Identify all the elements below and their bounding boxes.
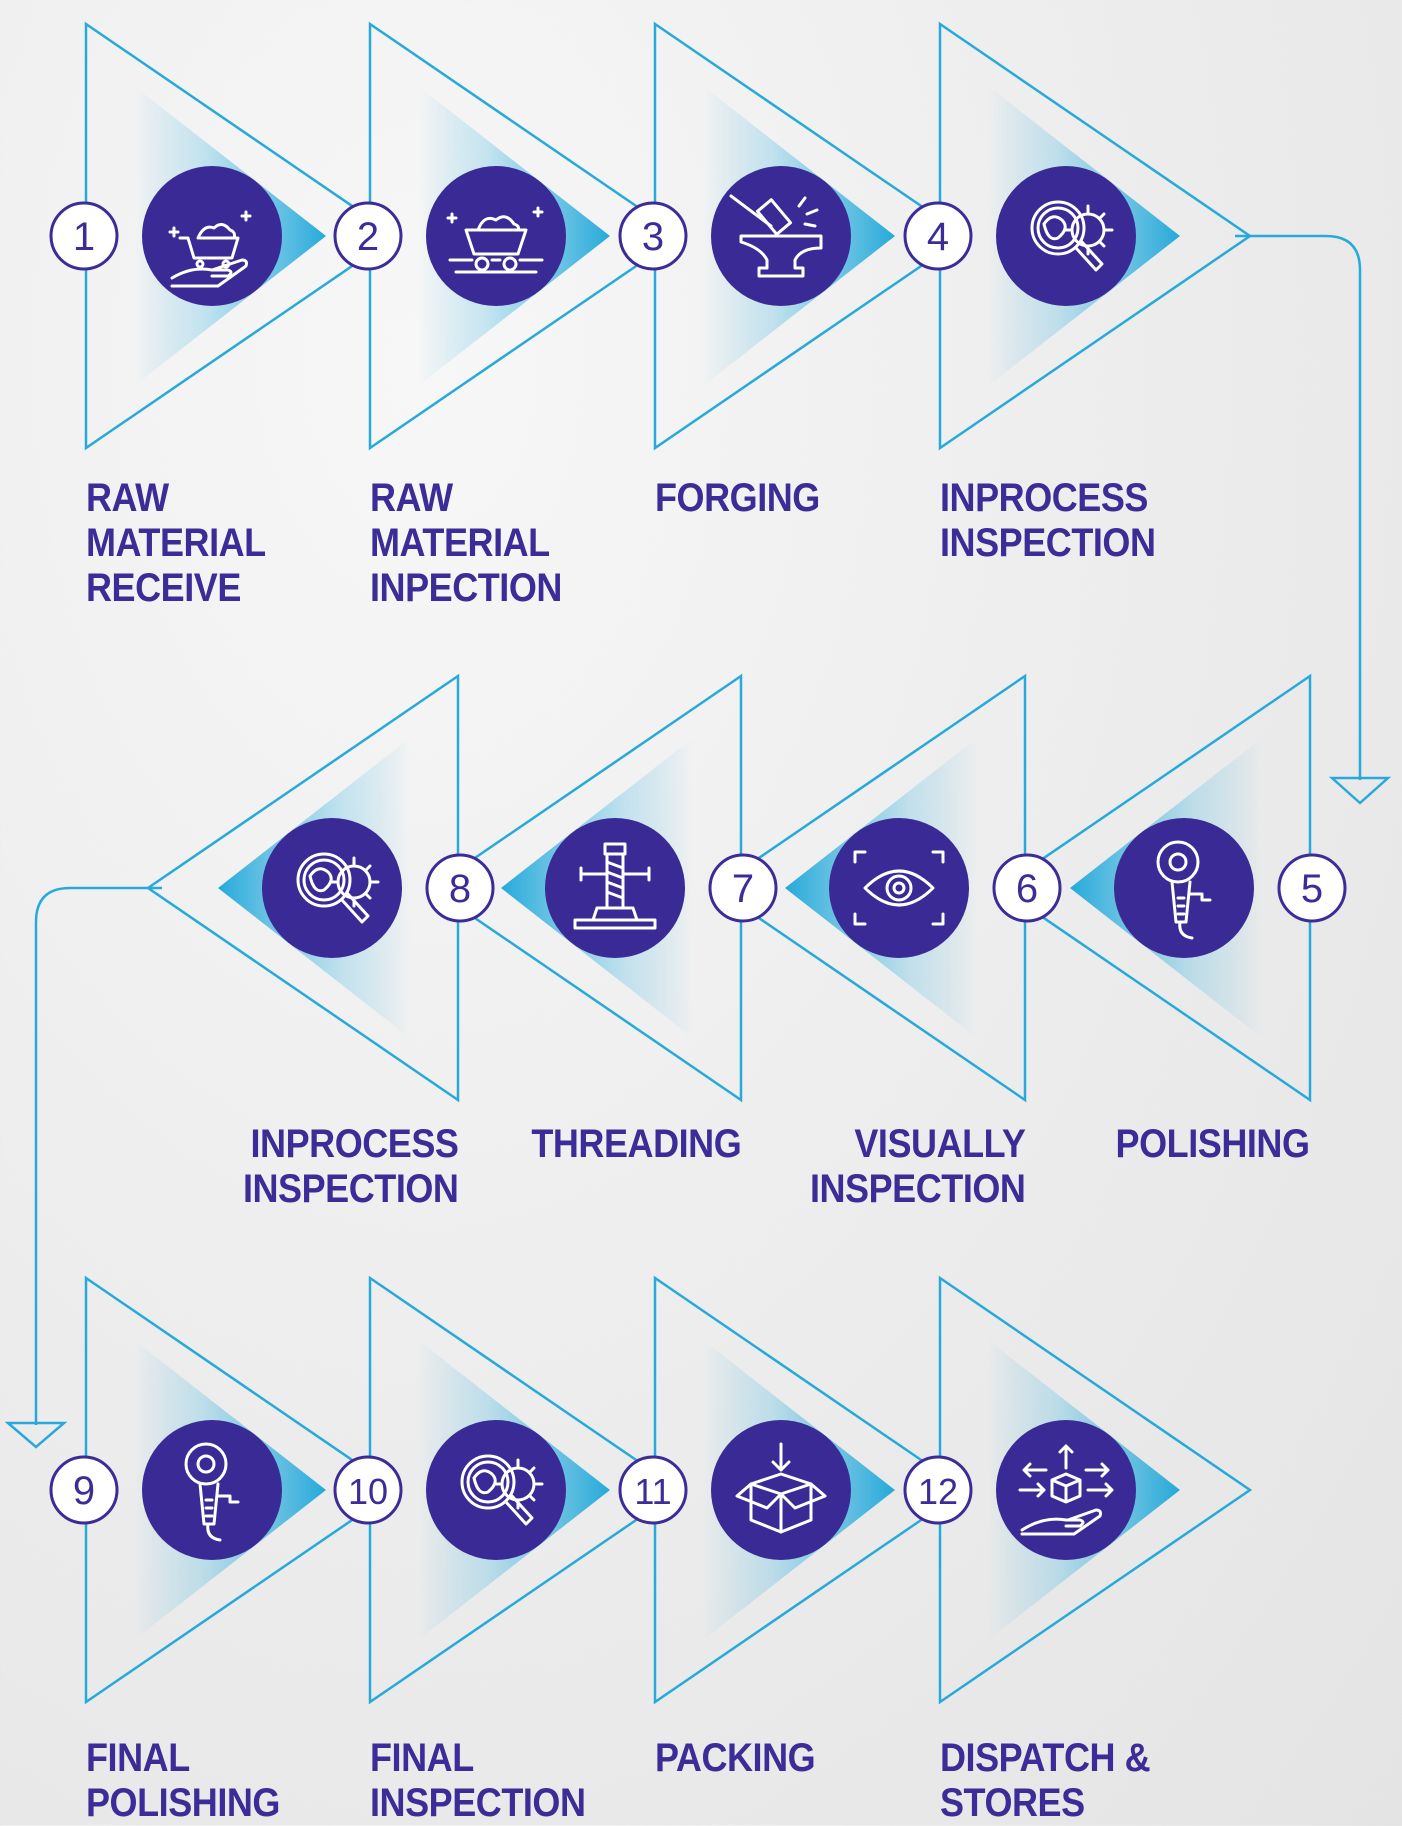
step-number-badge bbox=[49, 1455, 119, 1525]
step-number-badge bbox=[618, 201, 688, 271]
step-number: 7 bbox=[732, 867, 754, 911]
step-number-badge bbox=[1277, 853, 1347, 923]
step-label-line: DISPATCH & bbox=[940, 1736, 1151, 1780]
process-step-6: 6 bbox=[712, 673, 1062, 1103]
step-label-line: PACKING bbox=[655, 1736, 816, 1780]
process-step-10: 10 bbox=[333, 1275, 683, 1705]
step-label-line: INPROCESS bbox=[940, 476, 1148, 520]
step-icon-circle bbox=[142, 1420, 282, 1560]
step-label-line: FORGING bbox=[655, 476, 820, 520]
step-number-badge bbox=[333, 1455, 403, 1525]
step-icon-circle bbox=[426, 166, 566, 306]
step-icon-circle bbox=[545, 818, 685, 958]
step-label-line: POLISHING bbox=[86, 1781, 280, 1825]
step-number: 9 bbox=[73, 1469, 95, 1513]
step-number: 2 bbox=[357, 215, 379, 259]
step-number-badge bbox=[49, 201, 119, 271]
step-icon-circle bbox=[829, 818, 969, 958]
process-step-5: 5 bbox=[997, 673, 1347, 1103]
step-label-line: MATERIAL bbox=[86, 521, 266, 565]
process-step-2: 2 bbox=[333, 21, 683, 451]
step-label-line: INSPECTION bbox=[370, 1781, 586, 1825]
step-number-badge bbox=[992, 853, 1062, 923]
step-number: 12 bbox=[918, 1471, 958, 1512]
process-step-9: 9 bbox=[49, 1275, 399, 1705]
step-number-badge bbox=[425, 853, 495, 923]
step-label-line: THREADING bbox=[531, 1122, 741, 1166]
step-number-badge bbox=[903, 201, 973, 271]
step-number-badge bbox=[708, 853, 778, 923]
step-label-line: INPROCESS bbox=[250, 1122, 458, 1166]
step-label-5: POLISHING bbox=[1116, 1122, 1310, 1167]
process-step-7: 7 bbox=[428, 673, 778, 1103]
step-label-line: POLISHING bbox=[1116, 1122, 1310, 1166]
step-number-badge bbox=[333, 201, 403, 271]
process-step-3: 3 bbox=[618, 21, 968, 451]
step-label-line: VISUALLY bbox=[853, 1122, 1026, 1166]
step-label-line: RAW bbox=[86, 476, 169, 520]
step-icon-circle bbox=[262, 818, 402, 958]
step-number-badge bbox=[618, 1455, 688, 1525]
step-label-12: DISPATCH &STORES bbox=[940, 1736, 1151, 1826]
row-connector-lines bbox=[4, 234, 1392, 1449]
step-number: 6 bbox=[1016, 867, 1038, 911]
step-number: 11 bbox=[634, 1471, 671, 1512]
step-label-7: THREADING bbox=[531, 1122, 741, 1167]
step-icon-circle bbox=[711, 1420, 851, 1560]
process-step-12: 12 bbox=[903, 1275, 1253, 1705]
step-label-line: RECEIVE bbox=[86, 566, 241, 610]
step-number: 4 bbox=[927, 215, 949, 259]
step-label-line: INSPECTION bbox=[242, 1167, 458, 1211]
step-label-line: FINAL bbox=[370, 1736, 474, 1780]
step-number: 1 bbox=[73, 215, 95, 259]
step-number: 10 bbox=[348, 1471, 388, 1512]
step-label-line: INPECTION bbox=[370, 566, 562, 610]
step-label-11: PACKING bbox=[655, 1736, 816, 1781]
process-step-4: 4 bbox=[903, 21, 1253, 451]
step-icon-circle bbox=[142, 166, 282, 306]
step-number: 8 bbox=[449, 867, 471, 911]
step-icon-circle bbox=[426, 1420, 566, 1560]
step-label-line: INSPECTION bbox=[940, 521, 1156, 565]
process-step-11: 11 bbox=[618, 1275, 968, 1705]
process-step-8: 8 bbox=[145, 673, 495, 1103]
process-step-1: 1 bbox=[49, 21, 399, 451]
step-icon-circle bbox=[996, 166, 1136, 306]
step-number: 5 bbox=[1301, 867, 1323, 911]
step-label-line: RAW bbox=[370, 476, 453, 520]
step-icon-circle bbox=[1114, 818, 1254, 958]
step-label-line: FINAL bbox=[86, 1736, 190, 1780]
step-label-line: MATERIAL bbox=[370, 521, 550, 565]
step-label-line: INSPECTION bbox=[809, 1167, 1025, 1211]
step-label-3: FORGING bbox=[655, 476, 820, 521]
step-label-line: STORES bbox=[940, 1781, 1085, 1825]
step-number-badge bbox=[903, 1455, 973, 1525]
step-number: 3 bbox=[642, 215, 664, 259]
